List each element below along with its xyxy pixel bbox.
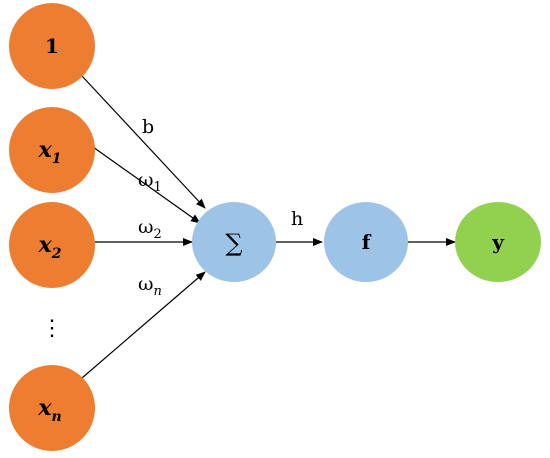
h-label: h bbox=[291, 208, 303, 230]
w2-label: ω2 bbox=[138, 216, 162, 242]
sum-node-label: ∑ bbox=[225, 229, 242, 257]
x1-node-label: x1 bbox=[38, 137, 62, 167]
activation-node-label: f bbox=[362, 230, 372, 254]
edge-bias-to-sum bbox=[81, 75, 206, 209]
x2-node bbox=[9, 202, 95, 288]
output-node-label: y bbox=[491, 230, 505, 254]
processing-nodes: ∑ f y bbox=[192, 202, 541, 282]
sum-node bbox=[192, 202, 276, 282]
bias-node-label: 1 bbox=[45, 34, 59, 58]
w1-label: ω1 bbox=[138, 169, 162, 195]
xn-node bbox=[9, 365, 95, 451]
output-node bbox=[455, 202, 541, 282]
ellipsis-dots: ⋮ bbox=[41, 316, 63, 341]
edge-xn-to-sum bbox=[81, 271, 206, 379]
wn-label: ωn bbox=[138, 273, 162, 299]
activation-node bbox=[324, 202, 408, 282]
x1-node bbox=[9, 107, 95, 193]
x2-node-label: x2 bbox=[38, 232, 62, 262]
bias-weight-label: b bbox=[142, 116, 154, 138]
edges bbox=[81, 75, 456, 379]
input-nodes: 1 x1 x2 ⋮ xn bbox=[9, 3, 95, 451]
xn-node-label: xn bbox=[37, 395, 61, 425]
bias-node bbox=[9, 3, 95, 89]
edge-labels: b ω1 ω2 ωn h bbox=[138, 116, 303, 299]
edge-x1-to-sum bbox=[92, 146, 201, 224]
